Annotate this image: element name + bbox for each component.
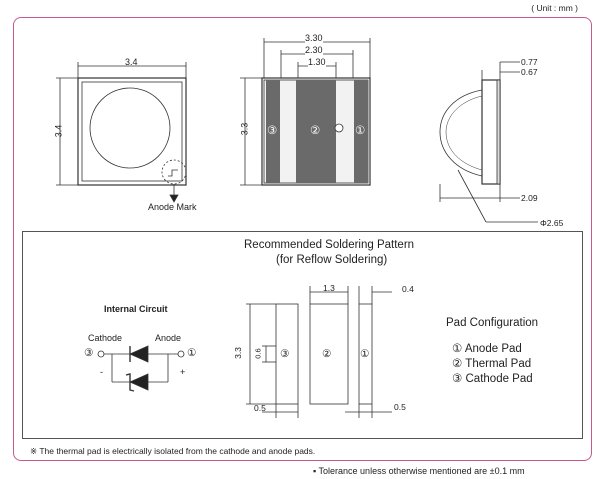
solder-dim-right: 0.5 [394,402,406,412]
anode-mark-arrow [169,194,179,203]
top-width-dim: 3.4 [125,57,138,67]
thermal-pad-footnote: ※ The thermal pad is electrically isolat… [30,446,316,456]
pad-2-rect [296,80,336,183]
cathode-label: Cathode [88,333,123,343]
pad-config-cathode: ③ Cathode Pad [452,373,533,385]
cathode-terminal [97,350,105,358]
side-view-dome [439,89,483,177]
drawing-frame [13,17,592,461]
anode-label: Anode [155,333,182,343]
top-view-lens [89,87,171,169]
solder-pad-3 [275,303,299,405]
soldering-title: Recommended Soldering Pattern [244,239,415,251]
bottom-pad-3-label: ③ [267,125,278,137]
solder-pad-1 [358,303,373,405]
top-height-dim: 3.4 [53,124,64,138]
bottom-pad-1-label: ① [355,125,366,137]
pad-1-rect [354,80,368,183]
zener-diode [129,373,149,391]
pad-config-title: Pad Configuration [446,317,539,329]
pad-3-rect [266,80,280,183]
solder-pad-3-label: ③ [280,348,290,360]
circuit-pin-1: ① [187,347,197,359]
circuit-minus: - [100,367,103,377]
solder-dim-height: 3.3 [232,347,243,359]
circuit-pin-3: ③ [84,347,94,359]
top-view-inner [81,81,183,182]
pad-config-anode: ① Anode Pad [452,343,522,355]
solder-dim-small-height: 0.6 [253,348,263,359]
circuit-title: Internal Circuit [104,304,168,314]
solder-pad-2-label: ② [322,348,332,360]
side-dim-height: 2.09 [521,193,538,203]
solder-pad-1-label: ① [360,348,370,360]
bottom-dim-inner: 1.30 [308,57,326,67]
top-view-outline [77,77,187,186]
tolerance-note: ▪ Tolerance unless otherwise mentioned a… [313,466,525,476]
soldering-subtitle: (for Reflow Soldering) [276,254,388,266]
circuit-plus: + [180,367,186,377]
unit-note: ( Unit : mm ) [531,3,578,13]
solder-dim-gap: 1.3 [323,283,335,293]
anode-mark-label: Anode Mark [148,202,197,212]
bottom-pad-2-label: ② [310,125,321,137]
side-dim-top2: 0.67 [521,67,538,77]
side-dim-dome: Φ2.65 [540,218,564,228]
solder-dim-pad-width: 0.4 [402,284,414,294]
bottom-height-dim: 3.3 [239,122,250,136]
bottom-dim-outer: 3.30 [305,33,323,43]
side-dim-top1: 0.77 [521,57,538,67]
soldering-section-box [22,231,583,439]
solder-pad-2 [309,303,349,405]
bottom-dim-mid: 2.30 [305,45,323,55]
anode-mark-circle [161,159,187,185]
bottom-view-outline [261,77,371,186]
pad-config-thermal: ② Thermal Pad [452,358,532,370]
solder-dim-left: 0.5 [254,403,266,413]
anode-mark-notch [168,169,178,177]
anode-terminal [177,350,185,358]
led-diode [129,345,149,363]
